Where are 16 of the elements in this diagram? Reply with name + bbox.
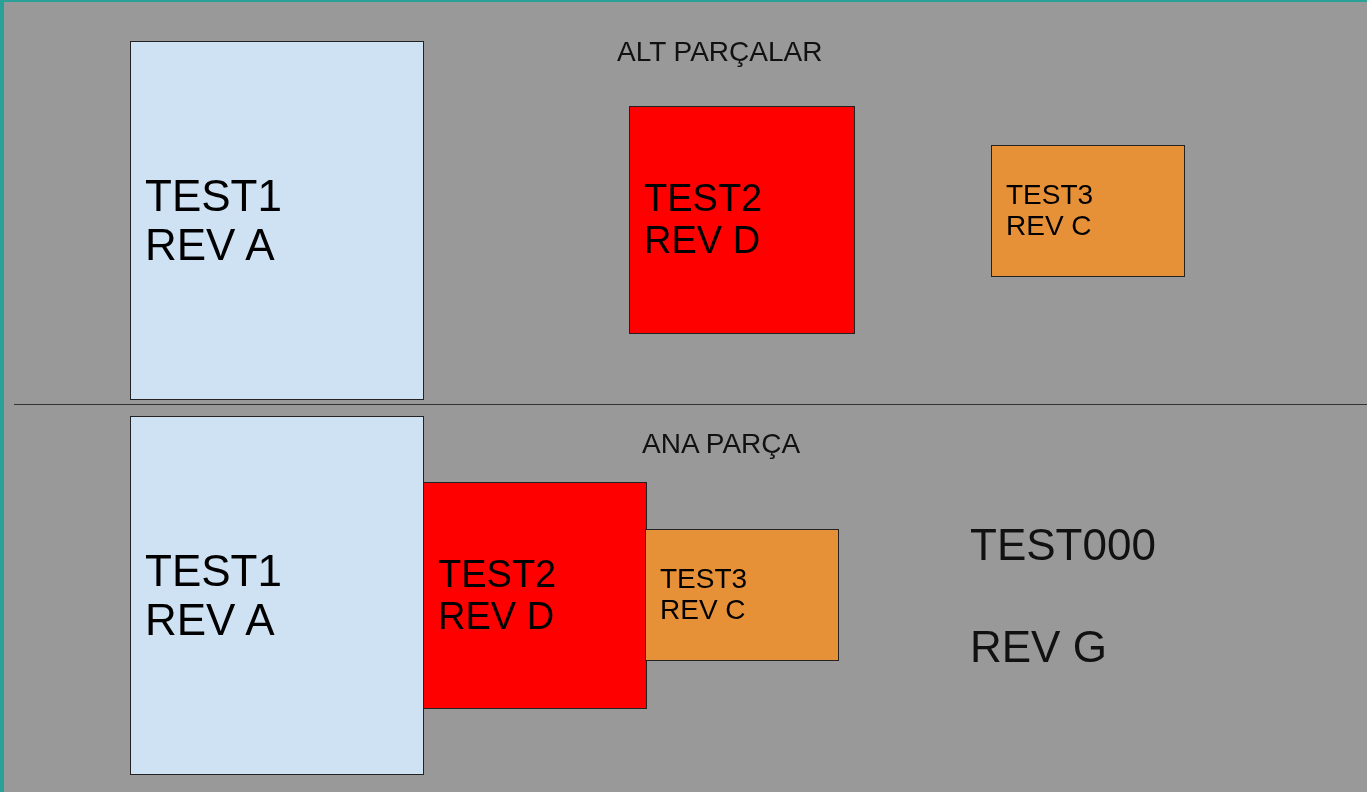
part-box xyxy=(645,529,839,661)
revision-label: REV G xyxy=(970,625,1107,669)
part-box xyxy=(130,41,424,400)
part-label: TEST1 REV A xyxy=(145,172,283,269)
section-heading: ALT PARÇALAR xyxy=(617,38,823,66)
part-label: TEST2 REV D xyxy=(438,553,558,638)
part-number: TEST000 xyxy=(970,523,1156,567)
part-label: TEST3 REV C xyxy=(660,564,749,626)
part-label: TEST1 REV A xyxy=(145,547,283,644)
part-box xyxy=(991,145,1185,277)
part-box xyxy=(423,482,647,709)
section-heading: ANA PARÇA xyxy=(642,430,801,458)
part-label: TEST2 REV D xyxy=(644,178,764,262)
part-box xyxy=(629,106,855,334)
part-label: TEST3 REV C xyxy=(1006,180,1095,242)
part-box xyxy=(130,416,424,775)
